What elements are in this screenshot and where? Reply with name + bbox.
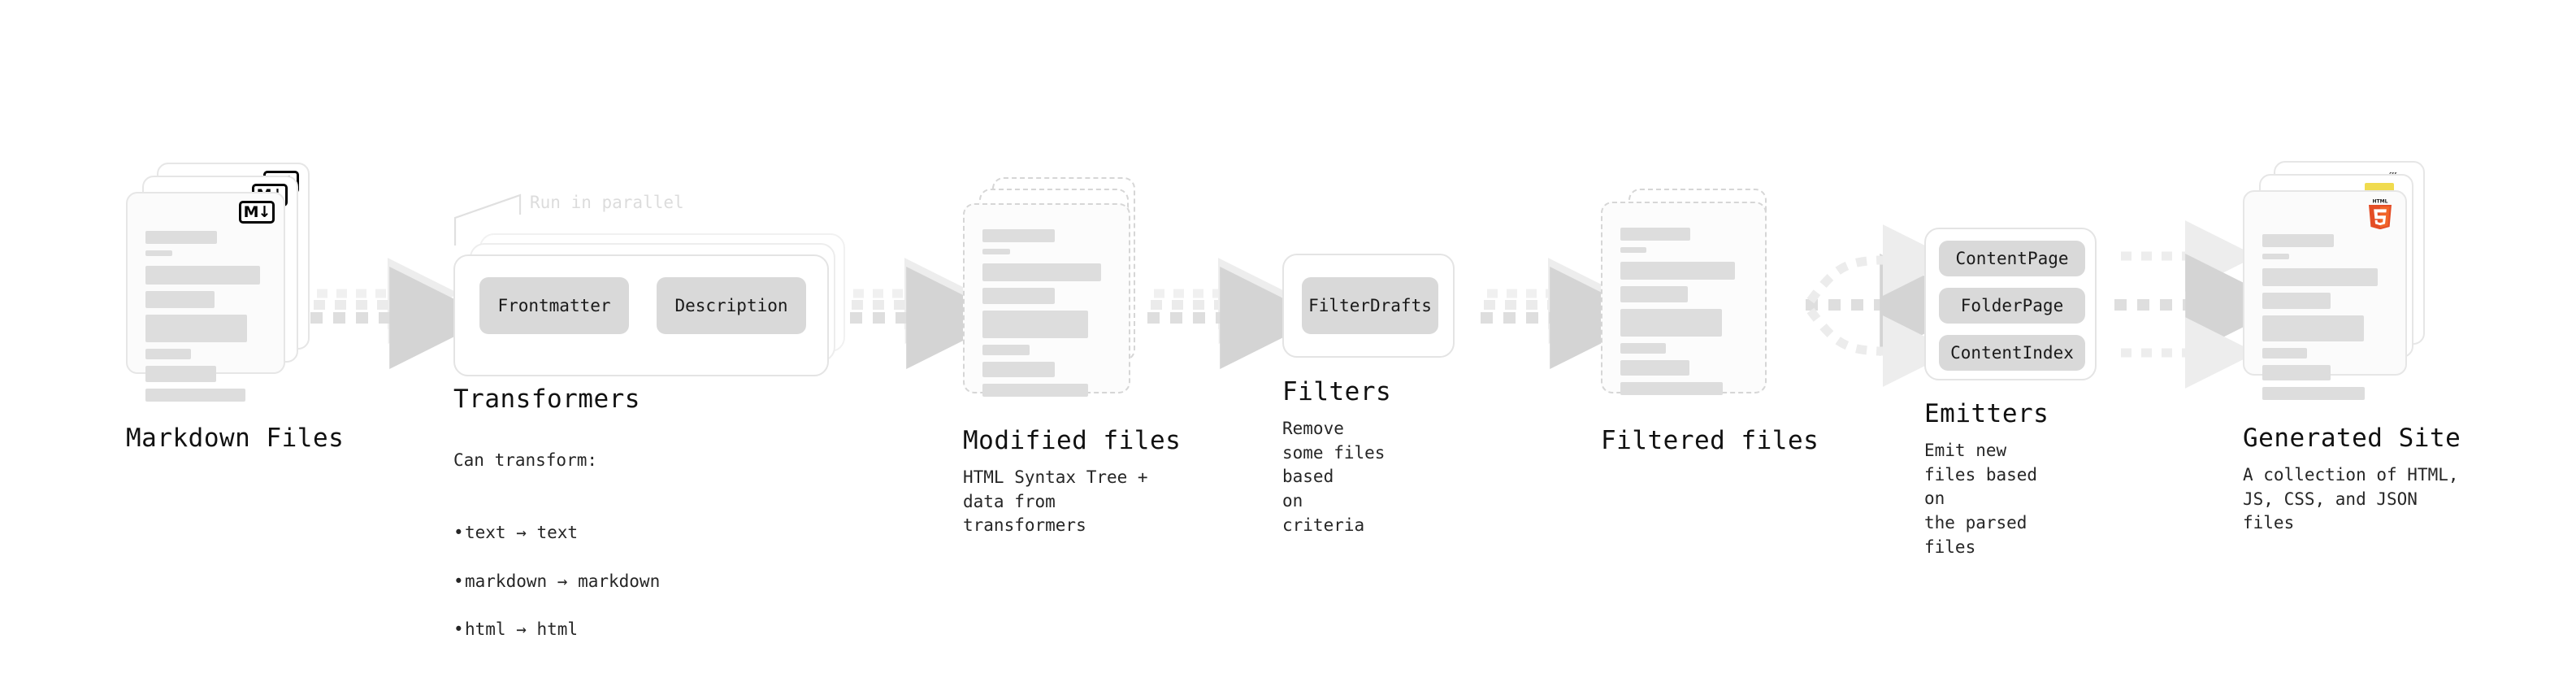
subtitle-head: Can transform: [453, 450, 598, 470]
filters-box: FilterDrafts [1282, 254, 1455, 358]
chip-label: ContentIndex [1950, 343, 2074, 363]
stage-title: Markdown Files [126, 424, 345, 453]
emitters-box: ContentPage FolderPage ContentIndex [1924, 228, 2097, 380]
list-item: text → text [453, 521, 660, 545]
markdown-icon: M↓ [239, 201, 275, 224]
filter-chip-filterdrafts[interactable]: FilterDrafts [1302, 277, 1438, 334]
card-content-placeholder [2262, 234, 2391, 400]
list-item: html → html [453, 618, 660, 642]
stage-title: Filters [1282, 377, 1392, 406]
transformer-chip-frontmatter[interactable]: Frontmatter [479, 277, 629, 334]
transformer-box-layer-1: Frontmatter Description [453, 254, 829, 376]
card-content-placeholder [145, 231, 269, 402]
connector-markdown-to-transformers [310, 258, 492, 369]
emitter-chip-contentpage[interactable]: ContentPage [1939, 241, 2085, 276]
emitters-caption: Emitters Emit new files based on the par… [1924, 398, 2049, 560]
stage-title: Modified files [963, 426, 1182, 455]
connector-modified-to-filters [1147, 258, 1323, 369]
stage-subtitle: Emit new files based on the parsed files [1924, 440, 2038, 557]
modified-files-caption: Modified files HTML Syntax Tree + data f… [963, 425, 1181, 538]
markdown-files-caption: Markdown Files [126, 423, 344, 454]
chip-label: Frontmatter [497, 296, 611, 315]
filtered-files-caption: Filtered files [1601, 425, 1819, 457]
html5-icon: HTML [2369, 199, 2392, 229]
emitter-chip-contentindex[interactable]: ContentIndex [1939, 335, 2085, 371]
generated-site-caption: Generated Site A collection of HTML, JS,… [2243, 423, 2461, 536]
stage-subtitle: HTML Syntax Tree + data from transformer… [963, 467, 1148, 536]
markdown-card-front: M↓ [126, 192, 285, 402]
emitter-chip-folderpage[interactable]: FolderPage [1939, 288, 2085, 324]
stage-title: Transformers [453, 385, 640, 414]
chip-label: FilterDrafts [1308, 296, 1432, 315]
filtered-file-stack [1601, 189, 1792, 408]
transformer-chip-description[interactable]: Description [657, 277, 806, 334]
stage-title: Filtered files [1601, 426, 1819, 455]
stage-title: Emitters [1924, 399, 2049, 428]
connector-emitters-to-site [2114, 220, 2288, 389]
site-card-front: HTML [2243, 190, 2407, 400]
stage-subtitle: Can transform: text → text markdown → ma… [453, 424, 660, 691]
generated-site-stack: CSS HTML [2243, 161, 2446, 400]
connector-filters-to-filtered [1481, 258, 1653, 369]
stage-title: Generated Site [2243, 424, 2461, 453]
transformers-caption: Transformers Can transform: text → text … [453, 384, 660, 691]
svg-text:HTML: HTML [2373, 199, 2388, 205]
card-content-placeholder [982, 229, 1114, 397]
modified-file-stack [963, 177, 1154, 405]
filters-caption: Filters Remove some files based on crite… [1282, 376, 1391, 538]
chip-label: FolderPage [1960, 296, 2064, 315]
connector-filtered-to-emitters [1806, 224, 1983, 387]
card-content-placeholder [1620, 228, 1750, 395]
stage-subtitle: Remove some files based on criteria [1282, 418, 1386, 535]
modified-card-front [963, 203, 1130, 397]
run-in-parallel-annotation: Run in parallel [530, 193, 684, 212]
list-item: markdown → markdown [453, 570, 660, 594]
markdown-file-stack: M↓ M↓ M↓ [126, 163, 317, 402]
transform-bullet-list: text → text markdown → markdown html → h… [453, 497, 660, 667]
filtered-card-front [1601, 202, 1767, 395]
stage-subtitle: A collection of HTML, JS, CSS, and JSON … [2243, 464, 2459, 533]
chip-label: ContentPage [1955, 249, 2069, 268]
chip-label: Description [674, 296, 788, 315]
